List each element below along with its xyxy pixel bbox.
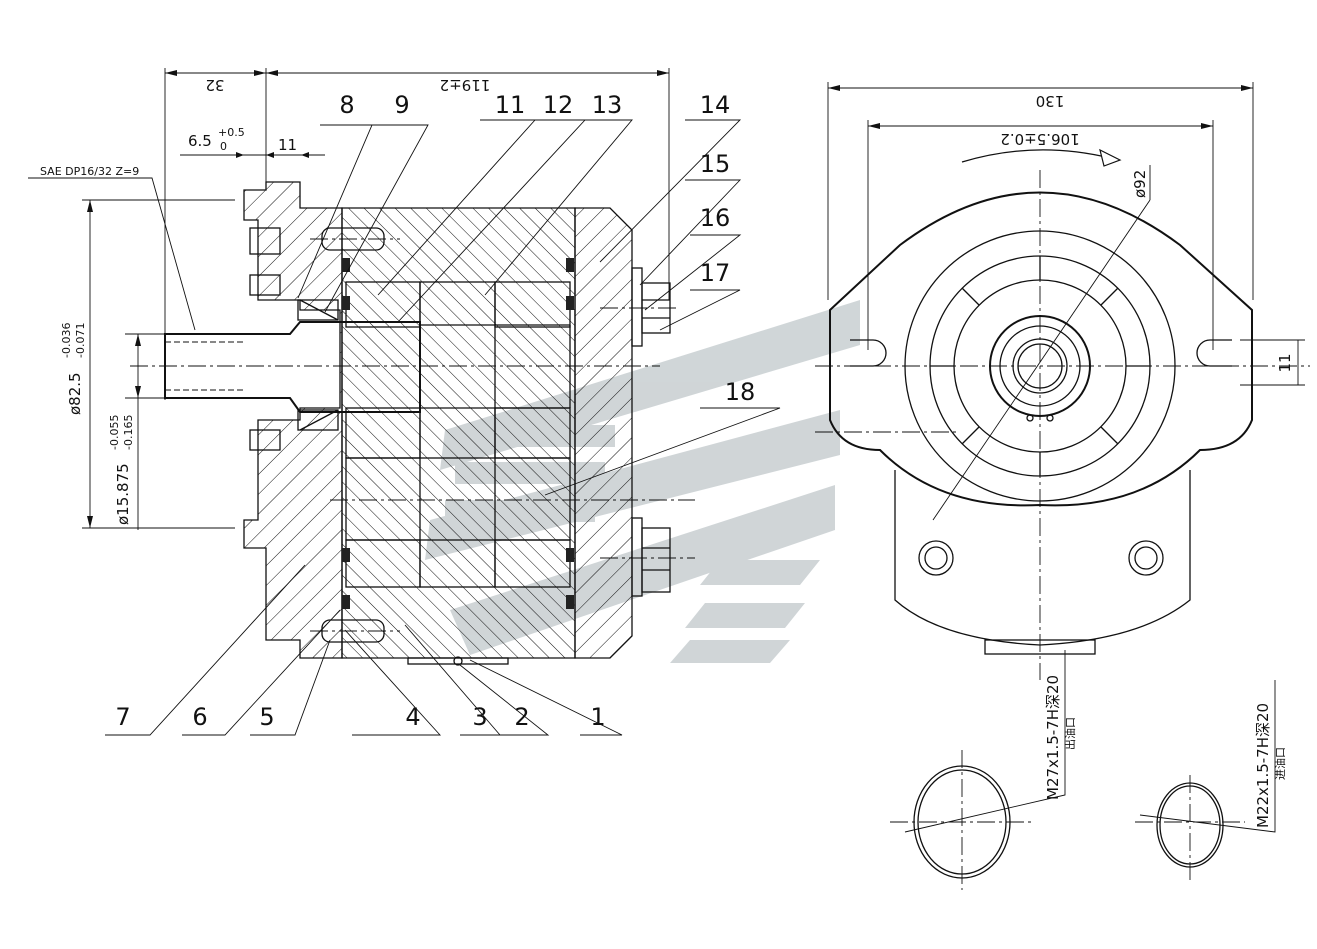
dim-shaft-diameter: ø15.875 [114, 463, 132, 525]
part-number-5: 5 [259, 703, 274, 731]
part-number-9: 9 [394, 91, 409, 119]
spline-spec: SAE DP16/32 Z=9 [40, 165, 139, 178]
inlet-label: 进油口 [1273, 747, 1287, 780]
front-view: 130 106.5±0.2 11 [815, 82, 1310, 890]
dim-pilot-tol-upper: -0.036 [60, 323, 73, 358]
section-view: 32 119±2 6.5 +0.5 0 11 SAE DP16/32 Z=9 ø… [28, 68, 781, 736]
dim-pilot-tol-lower: -0.071 [74, 323, 87, 358]
part-number-2: 2 [514, 703, 529, 731]
dim-body-length: 119±2 [440, 76, 491, 94]
part-number-14: 14 [700, 91, 731, 119]
dim-flange-length: 32 [205, 76, 224, 94]
part-number-13: 13 [592, 91, 623, 119]
dim-slot-width: 11 [1276, 353, 1294, 372]
part-number-8: 8 [339, 91, 354, 119]
outlet-label: 出油口 [1063, 717, 1077, 750]
dim-overall-width: 130 [1036, 92, 1065, 110]
part-number-15: 15 [700, 150, 731, 178]
part-number-18: 18 [725, 378, 756, 406]
part-number-17: 17 [700, 259, 731, 287]
dim-shaft-step-tol-lower: 0 [220, 140, 227, 153]
dim-shaft-step-tol-upper: +0.5 [218, 126, 245, 139]
part-number-1: 1 [590, 703, 605, 731]
dim-shaft-tol-lower: -0.165 [122, 415, 135, 450]
dim-shaft-tol-upper: -0.055 [108, 415, 121, 450]
dim-shaft-step: 6.5 [188, 132, 212, 150]
part-number-3: 3 [472, 703, 487, 731]
dim-bolt-spacing: 106.5±0.2 [1000, 130, 1079, 148]
part-number-12: 12 [543, 91, 574, 119]
part-number-16: 16 [700, 204, 731, 232]
dim-bolt-circle: ø92 [1131, 170, 1149, 198]
inlet-thread: M22x1.5-7H深20 [1254, 703, 1272, 828]
outlet-thread: M27x1.5-7H深20 [1044, 675, 1062, 800]
dim-pilot-diameter: ø82.5 [66, 372, 84, 415]
part-number-4: 4 [405, 703, 420, 731]
dim-key-length: 11 [278, 136, 297, 154]
part-number-6: 6 [192, 703, 207, 731]
part-number-11: 11 [495, 91, 526, 119]
part-number-7: 7 [115, 703, 130, 731]
